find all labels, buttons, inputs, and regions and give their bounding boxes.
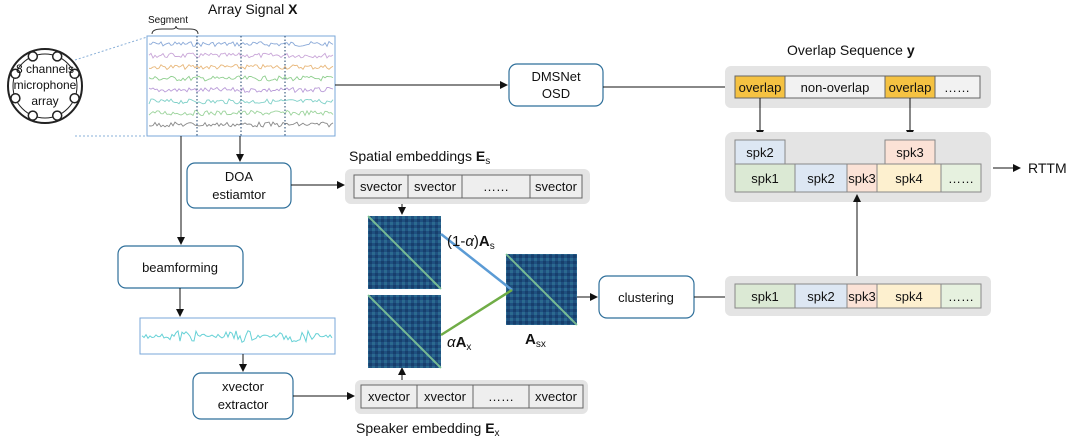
cluster-text-5: ……: [948, 289, 974, 304]
doa-label-line2: estiamtor: [212, 187, 266, 202]
segment-label: Segment: [148, 15, 188, 26]
cluster-cell-spk4: [876, 283, 942, 309]
microphone-array: 8 channels microphone array: [7, 48, 83, 124]
svector-text-1: svector: [360, 179, 403, 194]
result-cell-more: [940, 163, 982, 193]
result-cell-spk2: [794, 163, 848, 193]
microphone-5: [10, 68, 21, 80]
affinity-matrix-as: [367, 215, 442, 290]
beamforming-label: beamforming: [142, 260, 218, 275]
cluster-text-1: spk1: [751, 289, 778, 304]
mic-label-line1: 8 channels: [16, 62, 74, 76]
spatial-embeddings-title: Spatial embeddings Es: [349, 148, 490, 167]
as-label: (1-α)As: [447, 233, 495, 252]
cluster-text-4: spk4: [895, 289, 922, 304]
line-as-to-asx: [440, 233, 513, 291]
doa-label-line1: DOA: [225, 169, 254, 184]
result-sequence: spk2 spk3 spk1 spk2 spk3 spk4 ……: [734, 139, 982, 193]
cluster-cell-spk1: [734, 283, 796, 309]
svector-cell-4: [529, 174, 583, 199]
microphone-1: [69, 92, 80, 104]
mic-label-line3: array: [31, 94, 58, 108]
osd-label-line2: OSD: [542, 86, 570, 101]
zoom-line-top: [74, 36, 148, 61]
overlap-cell-4: [934, 75, 981, 99]
speaker-embedding-title: Speaker embedding Ex: [356, 420, 500, 439]
microphone-6: [27, 51, 39, 62]
segment-dividers: [196, 36, 286, 136]
xvector-text-3: ……: [488, 389, 514, 404]
cluster-text-3: spk3: [848, 289, 875, 304]
result-text-4: spk4: [895, 171, 922, 186]
result-text-3: spk3: [848, 171, 875, 186]
cluster-text-2: spk2: [807, 289, 834, 304]
overlap-text-3: overlap: [889, 80, 932, 95]
channel-wave-8: [148, 121, 334, 128]
svector-sequence: svector svector …… svector: [353, 174, 583, 199]
svector-text-4: svector: [535, 179, 578, 194]
result-top-spk2: [734, 139, 786, 165]
affinity-matrix-ax: [367, 294, 442, 369]
channel-wave-2: [148, 52, 334, 59]
xvector-sequence: xvector xvector …… xvector: [360, 384, 584, 409]
segment-brace: [151, 25, 199, 35]
microphone-2: [51, 110, 63, 121]
channel-wave-3: [148, 63, 334, 71]
mic-label-line2: microphone: [14, 78, 77, 92]
cluster-cell-more: [940, 283, 982, 309]
result-text-5: ……: [948, 171, 974, 186]
overlap-text-4: ……: [944, 80, 970, 95]
affinity-matrix-asx: [505, 253, 578, 326]
microphone-8: [69, 68, 80, 80]
channel-wave-5: [148, 86, 334, 94]
array-signal-title: Array Signal X: [208, 1, 298, 17]
result-text-1: spk1: [751, 171, 778, 186]
xvector-extractor-line1: xvector: [222, 379, 265, 394]
result-top-text-2: spk3: [896, 145, 923, 160]
microphone-7: [51, 51, 63, 62]
xvector-extractor-line2: extractor: [218, 397, 269, 412]
xvector-text-1: xvector: [368, 389, 411, 404]
cluster-cell-spk3: [846, 283, 878, 309]
xvector-cell-4: [528, 384, 584, 409]
cluster-cell-spk2: [794, 283, 848, 309]
microphone-4: [10, 92, 21, 104]
overlap-sequence: overlap non-overlap overlap ……: [734, 75, 981, 99]
overlap-sequence-title: Overlap Sequence y: [787, 42, 915, 58]
rttm-label: RTTM: [1028, 160, 1067, 176]
cluster-sequence: spk1 spk2 spk3 spk4 ……: [734, 283, 982, 309]
line-ax-to-asx: [440, 288, 513, 337]
result-text-2: spk2: [807, 171, 834, 186]
xvector-text-2: xvector: [424, 389, 467, 404]
clustering-label: clustering: [618, 290, 674, 305]
result-cell-spk4: [876, 163, 942, 193]
osd-label-line1: DMSNet: [531, 69, 581, 84]
xvector-text-4: xvector: [535, 389, 578, 404]
microphone-3: [27, 110, 39, 121]
svector-text-2: svector: [414, 179, 457, 194]
overlap-text-2: non-overlap: [801, 80, 870, 95]
result-cell-spk1: [734, 163, 796, 193]
svector-text-3: ……: [483, 179, 509, 194]
result-top-text-1: spk2: [746, 145, 773, 160]
beamformed-waveform-line: [141, 329, 333, 344]
ax-label: αAx: [447, 334, 471, 353]
overlap-text-1: overlap: [739, 80, 782, 95]
osd-box: [508, 63, 604, 107]
result-top-spk3: [884, 139, 936, 165]
asx-label: Asx: [525, 331, 546, 350]
